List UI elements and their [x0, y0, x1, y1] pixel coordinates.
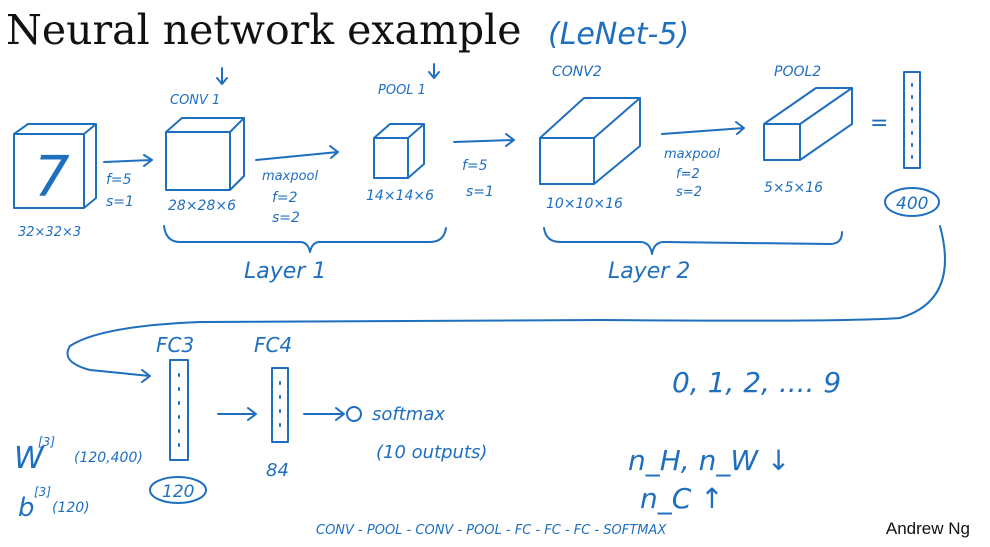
layer2-brace — [543, 227, 843, 255]
pool1-f: f=2 — [272, 190, 298, 206]
output-node — [346, 406, 362, 422]
layer1-label: Layer 1 — [244, 259, 326, 284]
layer-sequence: CONV - POOL - CONV - POOL - FC - FC - FC… — [316, 523, 667, 538]
conv2-f: f=5 — [462, 158, 488, 174]
pool2-op: maxpool — [664, 147, 720, 162]
bias-superscript: [3] — [34, 485, 51, 499]
weight-shape: (120,400) — [74, 450, 143, 466]
pool2-f: f=2 — [676, 167, 700, 182]
conv1-s: s=1 — [106, 194, 134, 210]
pool2-s: s=2 — [676, 185, 702, 200]
conv1-label: CONV 1 — [170, 93, 220, 108]
pool1-s: s=2 — [272, 210, 300, 226]
conv2-s: s=1 — [466, 184, 494, 200]
pool1-volume — [373, 123, 425, 179]
conv1-dims: 28×28×6 — [168, 198, 236, 214]
conv2-label: CONV2 — [552, 64, 602, 80]
fc4-vector — [271, 367, 289, 443]
arrow-to-conv2 — [453, 133, 515, 147]
pool2-dims: 5×5×16 — [764, 180, 823, 196]
equals-sign: = — [870, 111, 888, 136]
fc3-label: FC3 — [156, 333, 194, 357]
fc3-vector — [169, 359, 189, 461]
outputs-label: (10 outputs) — [376, 442, 487, 463]
fc4-label: FC4 — [254, 333, 292, 357]
softmax-label: softmax — [372, 404, 445, 425]
connector-to-fc3 — [66, 225, 946, 383]
arrow-to-fc4 — [217, 407, 257, 421]
author-name: Andrew Ng — [885, 519, 970, 538]
input-digit: 7 — [34, 145, 70, 210]
height-width-note: n_H, n_W ↓ — [628, 444, 790, 477]
layer1-brace — [163, 225, 447, 253]
arrow-to-pool1 — [255, 145, 339, 161]
layer2-label: Layer 2 — [608, 259, 690, 284]
classes-label: 0, 1, 2, .... 9 — [672, 366, 841, 399]
bias-shape: (120) — [52, 500, 90, 516]
channels-note: n_C ↑ — [640, 482, 724, 515]
weight-symbol: W — [14, 441, 45, 476]
fc4-size: 84 — [266, 460, 289, 481]
bias-symbol: b — [18, 493, 35, 523]
flattened-vector — [903, 71, 921, 169]
pool1-label: POOL 1 — [378, 83, 426, 98]
pool1-dims: 14×14×6 — [366, 188, 434, 204]
input-dims: 32×32×3 — [18, 225, 81, 240]
conv1-f: f=5 — [106, 172, 132, 188]
input-volume: 7 — [13, 123, 97, 210]
pool2-volume — [763, 87, 853, 161]
flat-size-circle — [884, 187, 940, 217]
conv1-pointer — [216, 67, 228, 85]
flat-size: 400 — [896, 194, 928, 214]
fc3-size-circle — [149, 476, 207, 504]
subtitle-lenet: (LeNet-5) — [548, 17, 689, 52]
arrow-to-output — [303, 407, 345, 421]
conv2-dims: 10×10×16 — [546, 196, 623, 212]
pool1-pointer — [428, 63, 440, 79]
arrow-to-pool2 — [661, 121, 745, 135]
conv2-volume — [539, 97, 641, 185]
pool1-op: maxpool — [262, 169, 318, 184]
pool2-label: POOL2 — [774, 64, 821, 80]
slide-title: Neural network example — [6, 6, 522, 54]
conv1-volume — [165, 117, 245, 191]
arrow-to-conv1 — [103, 154, 153, 167]
weight-superscript: [3] — [38, 435, 55, 449]
fc3-size: 120 — [162, 482, 194, 502]
